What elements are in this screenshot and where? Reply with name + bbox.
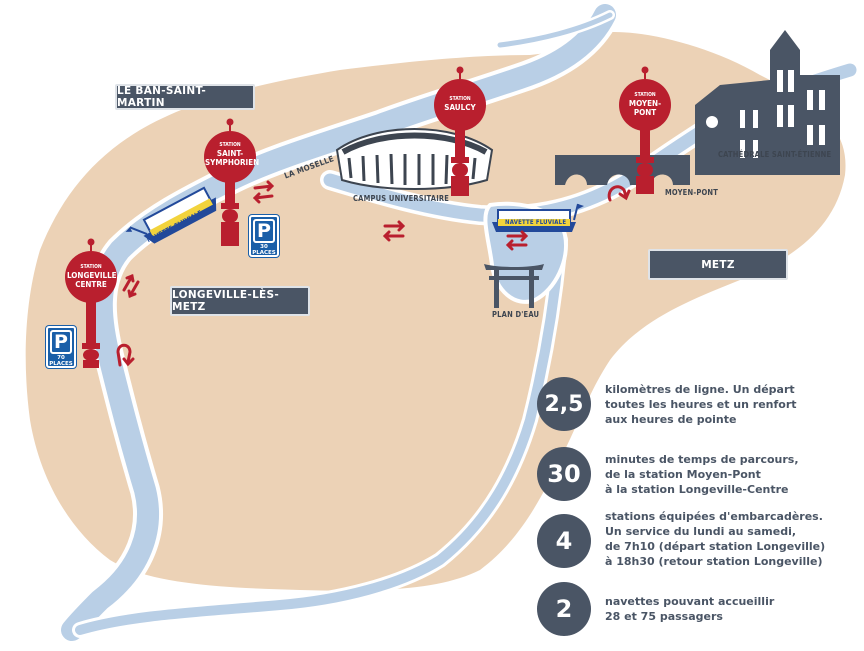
boat-label: NAVETTE FLUVIALE — [505, 219, 567, 226]
station-prefix: STATION — [80, 264, 102, 270]
direction-arrows-icon — [122, 180, 529, 299]
station-sign-icon — [65, 79, 671, 368]
station-label-saulcy: STATION SAULCY — [437, 96, 483, 112]
campus-label: CAMPUS UNIVERSITAIRE — [353, 194, 450, 203]
stat-number: 2 — [537, 582, 591, 636]
stat-travel-time: 30 minutes de temps de parcours, de la s… — [537, 447, 799, 501]
station-label-longeville: STATION LONGEVILLE CENTRE — [67, 264, 117, 289]
station-prefix: STATION — [449, 96, 471, 102]
plan-eau-label: PLAN D'EAU — [492, 310, 540, 319]
cathedral-label: CATHÉDRALE SAINT-ÉTIENNE — [718, 150, 832, 159]
stat-description: kilomètres de ligne. Un départ toutes le… — [605, 382, 797, 426]
boat-icon — [492, 203, 584, 232]
stat-number: 30 — [537, 447, 591, 501]
station-label-moyen-pont: STATION MOYEN- PONT — [622, 92, 668, 117]
station-prefix: STATION — [634, 92, 656, 98]
station-name-line1: LONGEVILLE — [67, 271, 117, 280]
parking-icon: P 30 PLACES — [249, 215, 279, 257]
area-label-metz: METZ — [648, 249, 788, 280]
station-name-line2: PONT — [633, 108, 657, 117]
area-label-ban-saint-martin: LE BAN-SAINT-MARTIN — [115, 84, 255, 110]
station-name-line1: MOYEN- — [628, 99, 662, 108]
parking-places: 70 PLACES — [49, 355, 73, 367]
parking-icon: P 70 PLACES — [46, 326, 76, 368]
torii-gate-icon — [484, 264, 544, 308]
station-name-line2: SYMPHORIEN — [205, 158, 260, 167]
stat-stations: 4 stations équipées d'embarcadères. Un s… — [537, 510, 825, 569]
stat-description: navettes pouvant accueillir 28 et 75 pas… — [605, 595, 775, 623]
area-label-longeville: LONGEVILLE-LÈS-METZ — [170, 286, 310, 316]
stat-line-length: 2,5 kilomètres de ligne. Un départ toute… — [537, 377, 797, 431]
station-name-line2: CENTRE — [75, 280, 107, 289]
station-name-line1: SAULCY — [444, 103, 476, 112]
station-name-line1: SAINT- — [216, 149, 244, 158]
stat-shuttles: 2 navettes pouvant accueillir 28 et 75 p… — [537, 582, 774, 636]
parking-places: 30 PLACES — [252, 244, 276, 256]
station-label-saint-symphorien: STATION SAINT- SYMPHORIEN — [205, 142, 260, 167]
bridge-icon — [555, 155, 690, 185]
moyen-pont-label: MOYEN-PONT — [665, 188, 719, 197]
parking-letter: P — [50, 330, 72, 354]
stat-number: 4 — [537, 514, 591, 568]
u-turn-arrow-icon — [116, 185, 631, 367]
boat-icon — [125, 186, 217, 244]
stat-number: 2,5 — [537, 377, 591, 431]
parking-letter: P — [253, 219, 275, 243]
cathedral-icon — [695, 30, 840, 175]
station-prefix: STATION — [219, 142, 241, 148]
stat-description: stations équipées d'embarcadères. Un ser… — [605, 510, 826, 568]
stat-description: minutes de temps de parcours, de la stat… — [605, 452, 799, 496]
